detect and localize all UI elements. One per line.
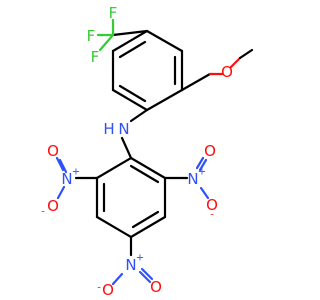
bond	[229, 56, 242, 69]
bond	[138, 270, 152, 284]
charge-minus: -	[97, 283, 101, 294]
charge-minus: -	[41, 207, 45, 218]
bond	[195, 156, 205, 170]
bond	[111, 272, 124, 286]
bond	[199, 186, 210, 200]
amine-hydrogen-label: H	[103, 120, 114, 138]
bond	[111, 29, 149, 37]
nitro-group-left	[55, 156, 99, 200]
bond	[145, 29, 184, 53]
nitro-oxygen-label: O	[102, 281, 114, 299]
bond	[180, 72, 212, 92]
fluorine-label: F	[109, 4, 118, 22]
nitro-nitrogen-bottom-label: N	[125, 256, 136, 274]
bond	[140, 267, 154, 281]
bond	[120, 136, 133, 160]
charge-plus: +	[198, 167, 206, 178]
nitro-oxygen-label: O	[150, 278, 162, 296]
fluorine-label: F	[87, 27, 96, 45]
bond	[129, 156, 167, 180]
amine-nitrogen-label: N	[118, 120, 129, 138]
bond	[118, 84, 147, 103]
charge-plus: +	[136, 253, 144, 264]
charge-minus: -	[210, 210, 214, 221]
bond	[95, 215, 133, 239]
nitro-nitrogen-left-label: N	[61, 170, 72, 188]
bond	[198, 158, 208, 172]
atom-labels: F F F O N H N + O O - N + O O - N + O - …	[41, 4, 233, 299]
amine-bridge-bonds	[120, 108, 149, 160]
bond	[118, 40, 147, 59]
lower-ring-bonds	[95, 156, 167, 239]
methoxy-group	[180, 48, 254, 92]
charge-plus: +	[72, 167, 80, 178]
bond	[129, 215, 167, 239]
nitro-group-bottom	[111, 235, 154, 286]
bond	[131, 210, 160, 229]
bond	[95, 156, 133, 180]
nitro-oxygen-label: O	[47, 142, 59, 160]
bond	[56, 185, 66, 200]
nitro-nitrogen-right-label: N	[187, 170, 198, 188]
bond	[111, 29, 149, 53]
bond	[129, 108, 149, 123]
bond	[55, 156, 65, 172]
trifluoromethyl-group	[96, 18, 149, 52]
fluorine-label: F	[91, 48, 100, 66]
bond	[238, 48, 254, 60]
bond	[58, 158, 68, 174]
bond	[98, 33, 115, 52]
methoxy-oxygen-label: O	[221, 63, 233, 81]
bond	[129, 164, 160, 184]
bond	[145, 88, 184, 112]
nitro-oxygen-label: O	[47, 197, 59, 215]
upper-ring-bonds	[111, 29, 184, 112]
nitro-oxygen-label: O	[206, 196, 218, 214]
bond	[111, 88, 149, 112]
molecule-structure: F F F O N H N + O O - N + O O - N + O - …	[41, 4, 254, 299]
nitro-group-right	[163, 156, 210, 200]
nitro-oxygen-label: O	[204, 142, 216, 160]
